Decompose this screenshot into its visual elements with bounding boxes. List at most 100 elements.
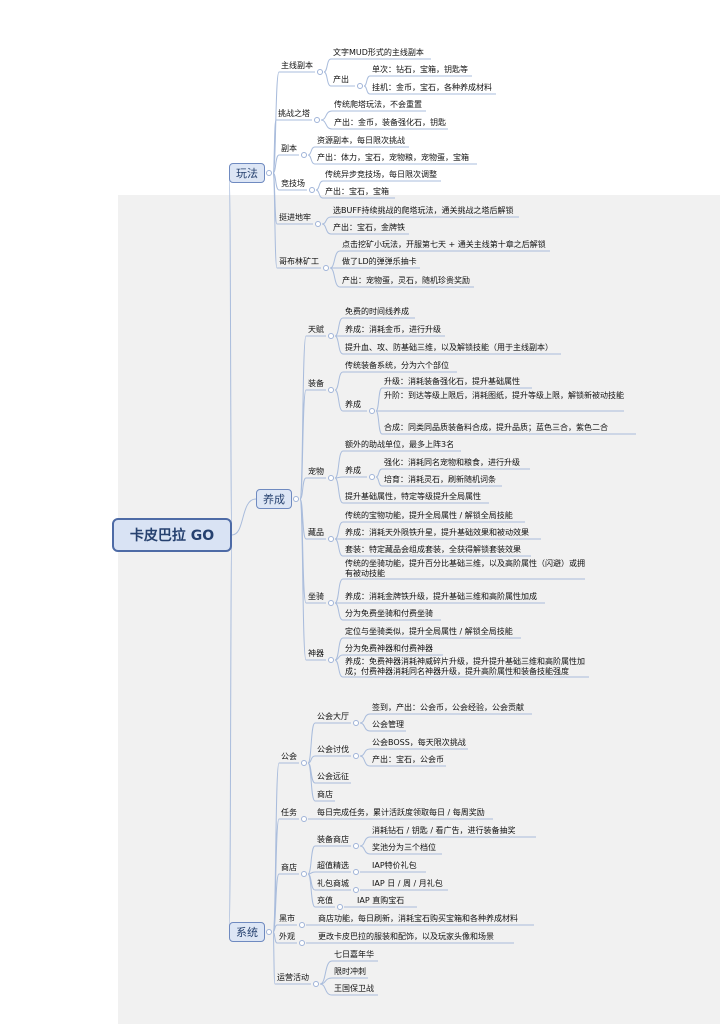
connector <box>334 538 344 557</box>
expand-dot[interactable] <box>293 496 299 502</box>
leaf-pet-1: 额外的助战单位，最多上阵3名 <box>345 440 455 449</box>
expand-dot[interactable] <box>309 187 315 193</box>
connector <box>363 75 371 87</box>
connector <box>359 755 371 767</box>
expand-dot[interactable] <box>266 929 272 935</box>
connector <box>334 578 344 604</box>
expand-dot[interactable] <box>328 333 334 339</box>
expand-dot[interactable] <box>328 657 334 663</box>
connector <box>272 931 276 985</box>
expand-dot[interactable] <box>353 843 359 849</box>
leaf-black-market-1: 商店功能，每日刷新，消耗宝石购买宝箱和各种养成材料 <box>318 914 518 923</box>
connector <box>359 836 371 847</box>
expand-dot[interactable] <box>313 981 319 987</box>
leaf-guild-raid-output: 产出：宝石，公会币 <box>372 755 444 764</box>
expand-dot[interactable] <box>314 117 320 123</box>
expand-dot[interactable] <box>328 387 334 393</box>
leaf-artifact-3: 养成：免费神器消耗神威碎片升级，提升提升基础三维和高阶属性加成；付费神器消耗同名… <box>345 657 585 676</box>
node-equip-grow: 养成 <box>345 400 361 409</box>
connector <box>359 748 371 757</box>
node-artifact: 神器 <box>308 649 324 658</box>
leaf-main-idle: 挂机：金币，宝石，各种养成材料 <box>372 83 492 92</box>
expand-dot[interactable] <box>299 940 305 946</box>
connector <box>359 845 371 855</box>
expand-dot[interactable] <box>369 408 375 414</box>
node-lair: 挺进地牢 <box>279 213 311 222</box>
expand-dot[interactable] <box>323 265 329 271</box>
group-system[interactable]: 系统 <box>229 922 265 942</box>
expand-dot[interactable] <box>357 83 363 89</box>
connector <box>334 450 344 479</box>
connector <box>334 477 344 504</box>
connector <box>321 216 332 225</box>
connector <box>323 58 332 73</box>
expand-dot[interactable] <box>353 720 359 726</box>
node-equip-store: 装备商店 <box>317 835 349 844</box>
node-mount: 坐骑 <box>308 592 324 601</box>
root-node[interactable]: 卡皮巴拉 GO <box>112 518 232 552</box>
leaf-appearance-1: 更改卡皮巴拉的服装和配饰，以及玩家头像和场景 <box>318 932 494 941</box>
connector <box>334 317 344 337</box>
expand-dot[interactable] <box>353 869 359 875</box>
node-arena: 竞技场 <box>281 179 305 188</box>
connector <box>272 931 278 944</box>
node-black-market: 黑市 <box>279 914 295 923</box>
leaf-mount-1: 传统的坐骑功能，提升百分比基础三维，以及高阶属性（闪避）或拥有被动技能 <box>345 559 585 578</box>
leaf-guild-shop: 商店 <box>317 790 333 799</box>
node-pet: 宠物 <box>308 467 324 476</box>
connector <box>272 71 280 174</box>
expand-dot[interactable] <box>353 753 359 759</box>
expand-dot[interactable] <box>315 221 321 227</box>
leaf-relic-2: 养成：消耗天外陨铁升星，提升基础效果和被动效果 <box>345 528 529 537</box>
expand-dot[interactable] <box>266 170 272 176</box>
connector <box>307 154 316 165</box>
connector <box>363 85 371 95</box>
node-topup: 充值 <box>317 896 333 905</box>
leaf-iap-special: IAP特价礼包 <box>372 861 417 870</box>
leaf-relic-3: 套装：特定藏品会组成套装，全获得解锁套装效果 <box>345 545 521 554</box>
expand-dot[interactable] <box>337 904 343 910</box>
leaf-mine-3: 产出：宠物蛋，灵石，随机珍贵奖励 <box>342 276 470 285</box>
expand-dot[interactable] <box>328 600 334 606</box>
connector <box>299 477 307 500</box>
leaf-event-2: 限时冲刺 <box>334 967 366 976</box>
expand-dot[interactable] <box>301 871 307 877</box>
group-play[interactable]: 玩法 <box>229 163 265 183</box>
connector <box>315 180 324 191</box>
connector <box>375 476 383 487</box>
group-grow[interactable]: 养成 <box>256 489 292 509</box>
leaf-guild-expedition: 公会远征 <box>317 772 349 781</box>
expand-dot[interactable] <box>369 474 375 480</box>
node-relic: 藏品 <box>308 528 324 537</box>
expand-dot[interactable] <box>301 760 307 766</box>
expand-dot[interactable] <box>328 536 334 542</box>
leaf-guild-checkin: 签到，产出：公会币，公会经验，公会贡献 <box>372 703 524 712</box>
leaf-talent-2: 养成：消耗金币，进行升级 <box>345 325 441 334</box>
node-store: 商店 <box>281 863 297 872</box>
expand-dot[interactable] <box>317 69 323 75</box>
node-tower: 挑战之塔 <box>278 109 310 118</box>
leaf-mount-2: 养成：消耗金牌铁升级，提升基础三维和高阶属性加成 <box>345 592 537 601</box>
connector <box>321 223 332 235</box>
leaf-tower-1: 传统爬塔玩法，不会重置 <box>334 100 422 109</box>
leaf-pet-3: 提升基础属性，特定等级提升全局属性 <box>345 492 481 501</box>
connector <box>329 250 341 269</box>
leaf-lair-2: 产出：宝石，金牌铁 <box>333 223 405 232</box>
leaf-equip-lottery: 消耗钻石 / 钥匙 / 看广告，进行装备抽奖 <box>372 826 516 835</box>
leaf-lair-1: 选BUFF持续挑战的爬塔玩法，通关挑战之塔后解锁 <box>333 206 514 215</box>
node-value-picks: 超值精选 <box>317 861 349 870</box>
expand-dot[interactable] <box>301 816 307 822</box>
expand-dot[interactable] <box>301 152 307 158</box>
expand-dot[interactable] <box>299 922 305 928</box>
node-dungeon: 副本 <box>281 144 297 153</box>
leaf-task-1: 每日完成任务，累计活跃度领取每日 / 每周奖励 <box>317 808 485 817</box>
connector <box>359 722 371 732</box>
expand-dot[interactable] <box>353 887 359 893</box>
leaf-mount-3: 分为免费坐骑和付费坐骑 <box>345 609 433 618</box>
expand-dot[interactable] <box>328 475 334 481</box>
connector <box>231 498 257 536</box>
connector <box>334 659 344 678</box>
leaf-guild-manage: 公会管理 <box>372 720 404 729</box>
leaf-equip-upgrade: 升级：消耗装备强化石，提升基础属性 <box>384 377 520 386</box>
leaf-main-mud: 文字MUD形式的主线副本 <box>333 48 424 57</box>
